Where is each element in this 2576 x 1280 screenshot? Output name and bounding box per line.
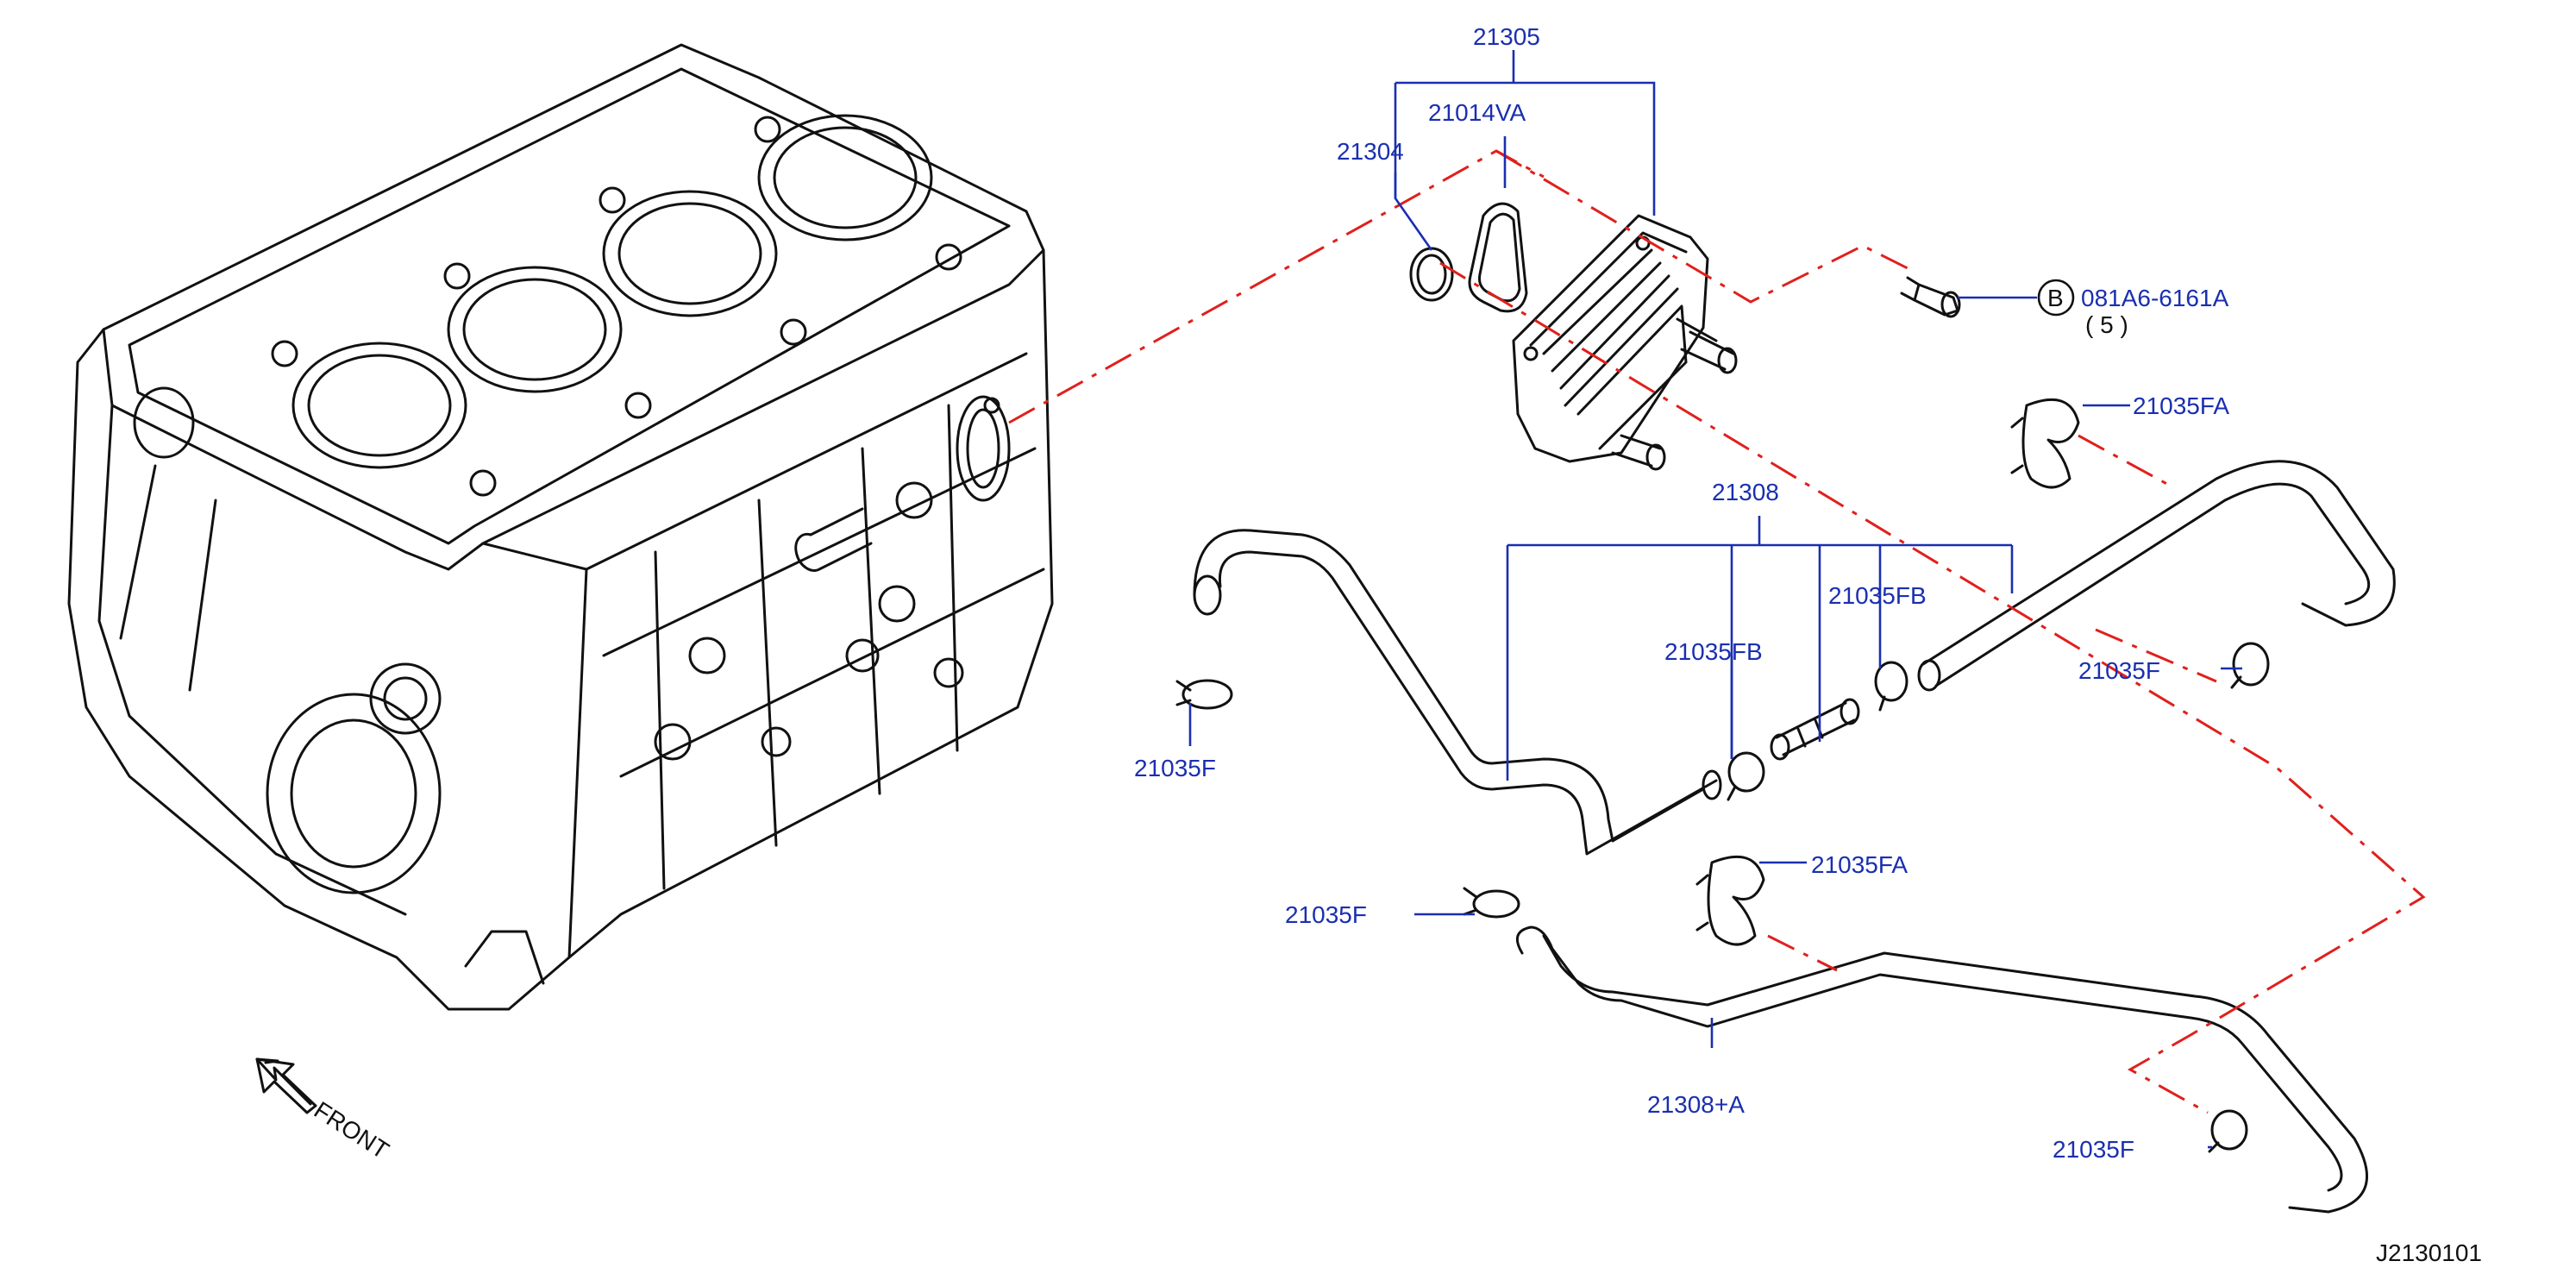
callout-o-ring: 21304 [1337, 138, 1404, 165]
callout-clamp-fa-mid: 21035FA [1811, 851, 1908, 878]
front-label: FRONT [310, 1096, 394, 1164]
engine-block [67, 43, 1054, 1011]
oil-cooler [1512, 214, 1738, 471]
callout-clamp-f-right: 21035F [2078, 657, 2160, 684]
lower-hose-21308A [1515, 925, 2368, 1214]
callout-hose-lower: 21308+A [1647, 1091, 1745, 1118]
callout-clamp-fb-left: 21035FB [1664, 638, 1763, 665]
callout-clamp-fb-right: 21035FB [1828, 582, 1927, 609]
upper-hose-21308 [1193, 460, 2396, 856]
callout-clamp-f-left: 21035F [1134, 755, 1216, 781]
diagram-id: J2130101 [2376, 1239, 2482, 1266]
callout-bolt-qty: ( 5 ) [2085, 311, 2128, 338]
bolt-ref-circle [2037, 279, 2075, 317]
callout-bolt: 081A6-6161A [2081, 285, 2229, 311]
callout-hose-upper: 21308 [1712, 479, 1779, 505]
cooler-bolt [1900, 276, 1961, 318]
cooler-gasket [1468, 202, 1528, 313]
callout-clamp-f-mid: 21035F [1285, 901, 1367, 928]
clamp-icon [1175, 398, 2270, 1153]
front-direction-arrow [255, 1057, 317, 1114]
callout-clamp-f-bottom: 21035F [2053, 1136, 2134, 1163]
callout-oil-cooler-assy: 21305 [1473, 23, 1540, 50]
assembly-centerlines [1008, 149, 2426, 1114]
callout-gasket: 21014VA [1428, 99, 1526, 126]
callout-clamp-fa-top: 21035FA [2133, 392, 2229, 419]
callout-leaders [1188, 50, 2242, 1149]
bolt-ref-letter: B [2047, 285, 2064, 311]
